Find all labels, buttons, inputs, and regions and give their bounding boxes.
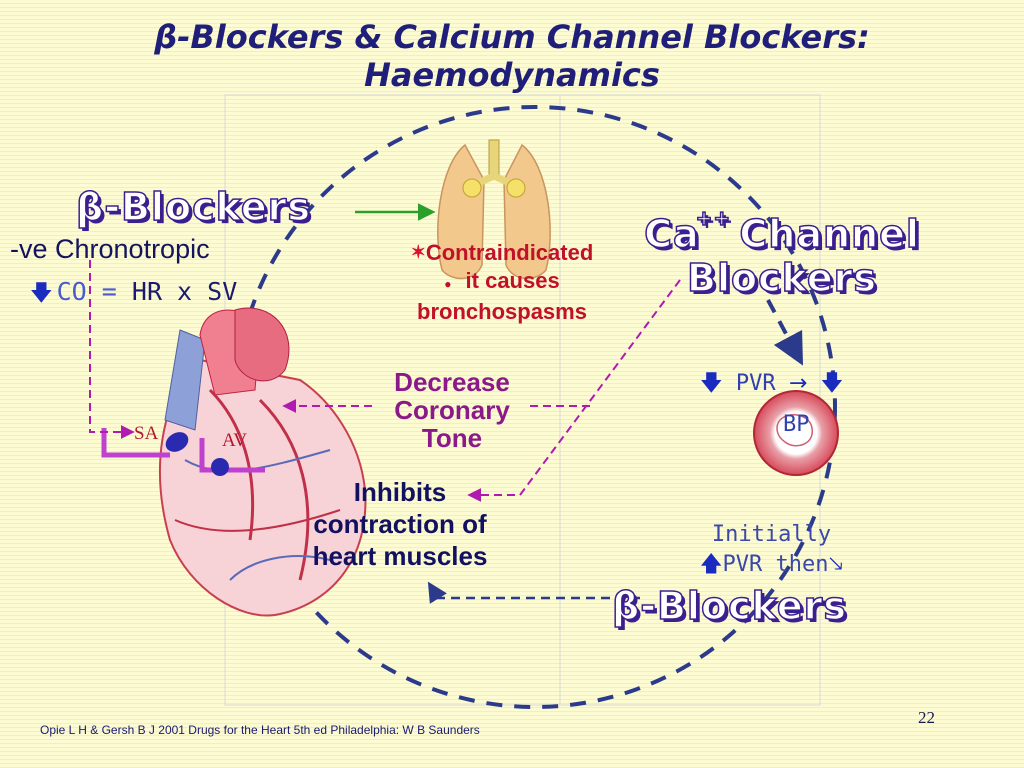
inhibits-line-3: heart muscles <box>312 541 488 571</box>
contraindicated-line: ✶Contraindicated <box>372 238 632 267</box>
co-equation-prefix: CO = <box>56 277 132 306</box>
artery-cross-section-icon <box>753 390 839 476</box>
pvr-then-text: PVR then <box>722 552 829 577</box>
beta-blockers-label-bottom: β-Blockers <box>611 583 847 629</box>
pvr-bp-effect: 🡇 PVR → 🡇 <box>700 366 843 404</box>
it-causes-line: ● it causes <box>372 267 632 298</box>
title-line-1: β-Blockers & Calcium Channel Blockers: <box>154 18 870 56</box>
bullet-icon: ● <box>444 277 452 291</box>
decrease-line-1: Decrease <box>394 367 510 397</box>
star-icon: ✶ <box>410 242 426 262</box>
contraindicated-text: Contraindicated <box>425 240 594 265</box>
initially-pvr-note: Initially 🡅PVR then🡖 <box>684 520 859 580</box>
av-node-label: AV <box>222 430 247 451</box>
beta-blockers-label-top: β-Blockers <box>75 184 311 230</box>
cardiac-output-equation: 🡇CO = HR x SV <box>30 276 237 314</box>
inhibits-line-1: Inhibits <box>353 477 447 507</box>
citation-footer: Opie L H & Gersh B J 2001 Drugs for the … <box>40 723 480 737</box>
ca-text: Ca <box>643 211 700 257</box>
heart-icon <box>159 307 367 617</box>
pvr-label: PVR <box>735 371 776 396</box>
sa-node-marker <box>101 428 189 458</box>
dashed-cycle-circle <box>233 105 837 709</box>
initially-line-2: 🡅PVR then🡖 <box>684 550 859 580</box>
initially-line-1: Initially <box>711 522 832 547</box>
bp-label: BP <box>783 412 810 437</box>
blue-connector-to-inhibits <box>427 581 640 604</box>
calcium-channel-blockers-label: Ca++ Channel Blockers <box>612 196 952 301</box>
title-line-2: Haemodynamics <box>364 56 660 94</box>
page-number: 22 <box>918 708 935 727</box>
lungs-icon <box>437 139 551 280</box>
magenta-connectors <box>89 260 681 502</box>
ca-superscript: ++ <box>695 205 732 231</box>
av-node-marker <box>199 438 265 476</box>
right-arrow-icon: → <box>788 371 808 396</box>
decrease-line-3: Tone <box>421 423 483 453</box>
down-arrow-icon: 🡇 <box>30 281 53 306</box>
calcium-channel-line: Ca++ Channel <box>612 196 952 257</box>
contraindicated-note: ✶Contraindicated ● it causes bronchospasm… <box>372 238 632 326</box>
channel-text: Channel <box>725 211 920 257</box>
up-arrow-icon: 🡅 <box>699 552 723 577</box>
it-causes-text: it causes <box>465 268 560 293</box>
blockers-line: Blockers <box>686 255 877 301</box>
inhibits-line-2: contraction of <box>313 509 487 539</box>
co-equation-rest: HR x SV <box>131 277 238 306</box>
pvr-down-arrow-icon: 🡇 <box>700 371 723 396</box>
negative-chronotropic-label: -ve Chronotropic <box>10 234 210 264</box>
slide-title: β-Blockers & Calcium Channel Blockers: H… <box>0 18 1024 94</box>
bronchospasms-text: bronchospasms <box>417 299 587 324</box>
decrease-line-2: Coronary <box>394 395 510 425</box>
cycle-arrow-right <box>766 299 804 366</box>
sa-node-label: SA <box>134 423 159 444</box>
down-right-arrow-icon: 🡖 <box>828 552 844 577</box>
inhibits-contraction-label: Inhibits contraction of heart muscles <box>270 476 530 572</box>
decrease-coronary-tone-label: Decrease Coronary Tone <box>352 368 552 452</box>
bp-down-arrow-icon: 🡇 <box>820 371 844 396</box>
